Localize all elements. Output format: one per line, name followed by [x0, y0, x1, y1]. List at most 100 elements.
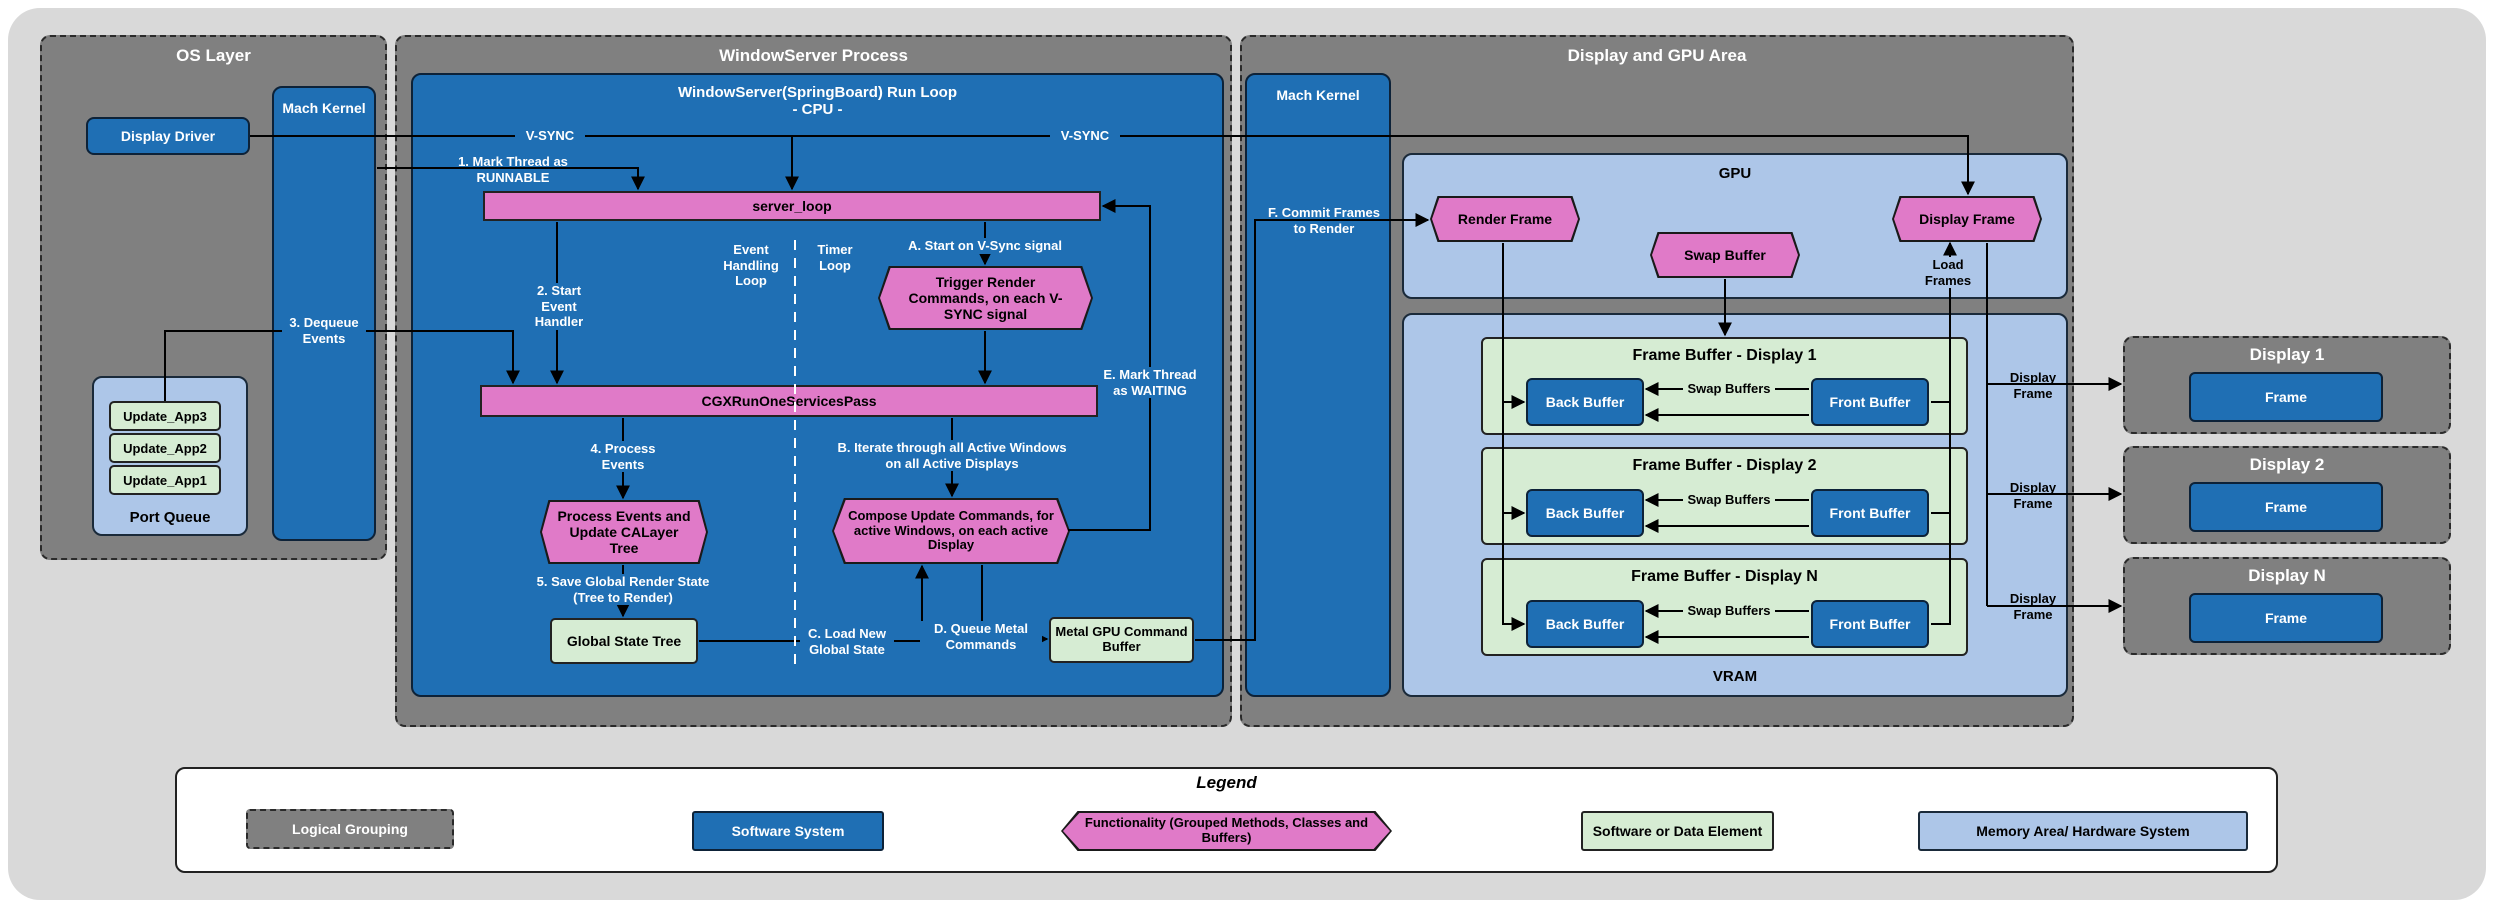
global-state-label: Global State Tree	[566, 633, 682, 649]
legend-logical-label: Logical Grouping	[292, 821, 408, 837]
render-frame: Render Frame	[1430, 196, 1580, 242]
compose-label: Compose Update Commands, for active Wind…	[834, 500, 1068, 562]
edge-label-start-event-handler: 2. Start Event Handler	[528, 283, 590, 330]
edge-label-load-global-state: C. Load New Global State	[800, 626, 894, 658]
legend-software-system: Software System	[692, 811, 884, 851]
gpu-mach-kernel-title: Mach Kernel	[1276, 87, 1360, 103]
edge-mark-runnable	[377, 167, 645, 191]
swap-buffer: Swap Buffer	[1650, 232, 1800, 278]
app-update-1: Update_App1	[109, 465, 221, 495]
legend-functionality: Functionality (Grouped Methods, Classes …	[1061, 811, 1392, 851]
edge-label-save-state: 5. Save Global Render State (Tree to Ren…	[528, 574, 718, 606]
os-layer-title: OS Layer	[176, 46, 251, 65]
swap-buffers-label-2: Swap Buffers	[1683, 492, 1775, 508]
display-frame-edge-label-2: Display Frame	[2009, 480, 2057, 511]
display-driver: Display Driver	[86, 117, 250, 155]
legend-software-label: Software System	[731, 823, 845, 839]
global-state-tree: Global State Tree	[550, 618, 698, 664]
cgx-label: CGXRunOneServicesPass	[701, 393, 877, 409]
back-buffer-n: Back Buffer	[1526, 600, 1644, 648]
metal-gpu-command-buffer: Metal GPU Command Buffer	[1049, 617, 1194, 663]
display-n-title: Display N	[2248, 566, 2326, 585]
front-buffer-2: Front Buffer	[1811, 489, 1929, 537]
display-1-frame-label: Frame	[2264, 389, 2308, 405]
port-queue-title: Port Queue	[129, 509, 211, 526]
back-buffer-n-label: Back Buffer	[1545, 616, 1625, 632]
runloop-subtitle: - CPU -	[792, 101, 843, 118]
edge-label-mark-runnable: 1. Mark Thread as RUNNABLE	[458, 154, 568, 185]
front-buffer-2-label: Front Buffer	[1829, 505, 1911, 521]
front-buffer-1: Front Buffer	[1811, 378, 1929, 426]
os-mach-kernel-title: Mach Kernel	[282, 100, 366, 116]
load-frames-label: Load Frames	[1914, 257, 1982, 289]
timer-loop-label: Timer Loop	[817, 242, 853, 273]
frame-buffer-n-title: Frame Buffer - Display N	[1631, 568, 1818, 585]
display-2-title: Display 2	[2249, 455, 2325, 474]
display-frame-edge-label-1: Display Frame	[2009, 370, 2057, 401]
swap-buffer-label: Swap Buffer	[1652, 234, 1798, 276]
swap-buffers-label-1: Swap Buffers	[1683, 381, 1775, 397]
trigger-render-commands: Trigger Render Commands, on each V-SYNC …	[878, 266, 1093, 330]
display-gpu-title: Display and GPU Area	[1567, 46, 1747, 65]
legend-element-label: Software or Data Element	[1592, 823, 1763, 839]
gpu-mach-kernel: Mach Kernel	[1245, 73, 1391, 697]
legend-memory-area: Memory Area/ Hardware System	[1918, 811, 2248, 851]
display-frame-label: Display Frame	[1894, 198, 2040, 240]
frame-buffer-1-title: Frame Buffer - Display 1	[1632, 347, 1817, 364]
legend-software-element: Software or Data Element	[1581, 811, 1774, 851]
app-update-3-label: Update_App3	[123, 408, 207, 424]
app-update-2: Update_App2	[109, 433, 221, 463]
edge-render-to-back-buffers	[1502, 243, 1526, 631]
app-update-3: Update_App3	[109, 401, 221, 431]
edge-label-start-vsync: A. Start on V-Sync signal	[905, 238, 1065, 254]
edge-label-dequeue-events: 3. Dequeue Events	[282, 315, 366, 347]
cgx-run-one-services-pass: CGXRunOneServicesPass	[480, 385, 1098, 417]
render-frame-label: Render Frame	[1432, 198, 1578, 240]
legend-title: Legend	[1196, 773, 1257, 792]
front-buffer-n: Front Buffer	[1811, 600, 1929, 648]
display-n-frame: Frame	[2189, 593, 2383, 643]
display-2-frame: Frame	[2189, 482, 2383, 532]
gpu-title: GPU	[1718, 165, 1752, 182]
back-buffer-1-label: Back Buffer	[1545, 394, 1625, 410]
runloop-title: WindowServer(SpringBoard) Run Loop	[677, 84, 958, 101]
windowserver-title: WindowServer Process	[719, 46, 908, 65]
app-update-1-label: Update_App1	[123, 472, 207, 488]
edge-label-process-events: 4. Process Events	[586, 441, 660, 473]
display-frame: Display Frame	[1892, 196, 2042, 242]
server-loop: server_loop	[483, 191, 1101, 221]
back-buffer-2-label: Back Buffer	[1545, 505, 1625, 521]
edge-label-queue-metal: D. Queue Metal Commands	[920, 621, 1042, 653]
process-events: Process Events and Update CALayer Tree	[540, 500, 708, 564]
legend-functionality-label: Functionality (Grouped Methods, Classes …	[1063, 813, 1390, 849]
display-frame-edge-label-n: Display Frame	[2009, 591, 2057, 622]
edge-commit-frames	[1195, 213, 1430, 641]
process-events-label: Process Events and Update CALayer Tree	[542, 502, 706, 562]
trigger-render-label: Trigger Render Commands, on each V-SYNC …	[880, 268, 1091, 328]
edge-load-frames-n	[1931, 402, 1951, 625]
legend-memory-label: Memory Area/ Hardware System	[1976, 823, 2190, 839]
display-driver-label: Display Driver	[120, 128, 216, 144]
display-n-frame-label: Frame	[2264, 610, 2308, 626]
server-loop-label: server_loop	[752, 198, 832, 214]
edge-label-iterate-windows: B. Iterate through all Active Windows on…	[832, 440, 1072, 472]
vsync-edge-to-display-frame	[792, 135, 1975, 196]
edge-label-mark-waiting: E. Mark Thread as WAITING	[1098, 367, 1202, 399]
os-mach-kernel: Mach Kernel	[272, 86, 376, 541]
metal-buffer-label: Metal GPU Command Buffer	[1055, 624, 1188, 654]
back-buffer-2: Back Buffer	[1526, 489, 1644, 537]
frame-buffer-2-title: Frame Buffer - Display 2	[1632, 457, 1817, 474]
back-buffer-1: Back Buffer	[1526, 378, 1644, 426]
front-buffer-n-label: Front Buffer	[1829, 616, 1911, 632]
compose-update-commands: Compose Update Commands, for active Wind…	[832, 498, 1070, 564]
event-handling-loop-label: Event Handling Loop	[723, 242, 779, 289]
legend-logical-grouping: Logical Grouping	[246, 809, 454, 849]
app-update-2-label: Update_App2	[123, 440, 207, 456]
swap-buffers-label-n: Swap Buffers	[1683, 603, 1775, 619]
edge-label-commit-frames: F. Commit Frames to Render	[1268, 205, 1380, 236]
display-2-frame-label: Frame	[2264, 499, 2308, 515]
display-1-frame: Frame	[2189, 372, 2383, 422]
front-buffer-1-label: Front Buffer	[1829, 394, 1911, 410]
display-1-title: Display 1	[2249, 345, 2325, 364]
